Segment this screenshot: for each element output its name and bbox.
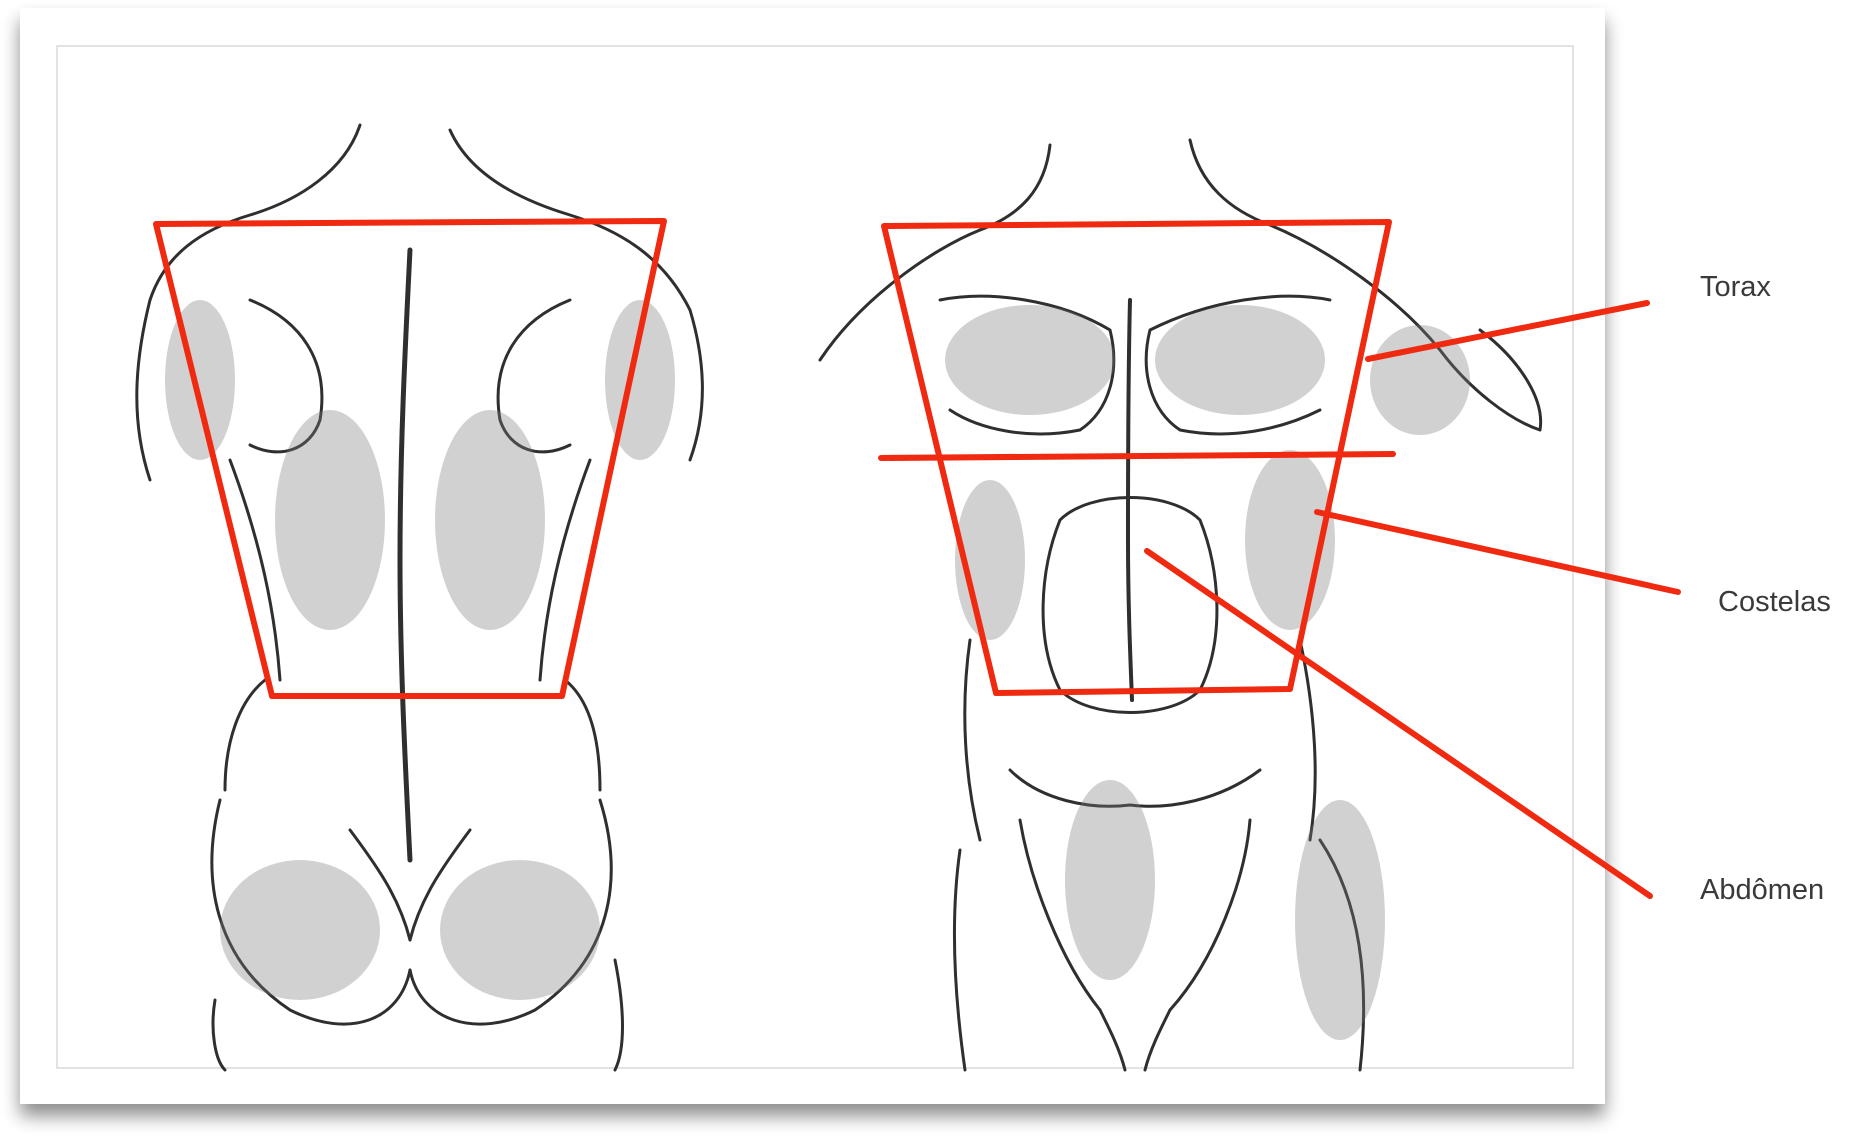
label-costelas: Costelas <box>1718 586 1831 618</box>
chest-divider-line <box>881 454 1393 458</box>
label-torax: Torax <box>1700 271 1771 303</box>
annotation-labels: Torax Costelas Abdômen <box>1700 271 1831 906</box>
label-abdomen: Abdômen <box>1700 874 1824 906</box>
